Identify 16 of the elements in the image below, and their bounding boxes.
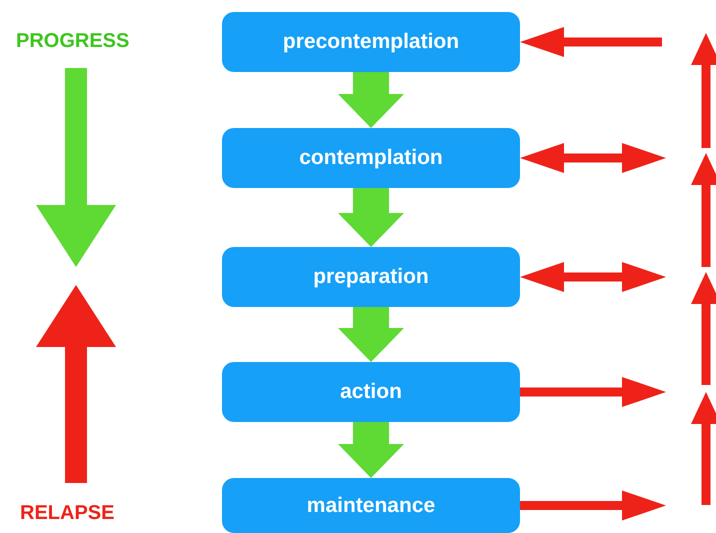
arrow (520, 377, 666, 407)
stage-direction-label: RELAPSE (20, 502, 114, 525)
arrow (520, 262, 666, 292)
stage-box: contemplation (222, 128, 520, 188)
arrow (520, 143, 666, 173)
arrow (338, 188, 404, 247)
arrow (520, 490, 666, 520)
stage-box: precontemplation (222, 12, 520, 72)
arrow (520, 27, 662, 57)
stage-direction-label: PROGRESS (16, 30, 130, 53)
stage-box: preparation (222, 247, 520, 307)
stage-box: maintenance (222, 478, 520, 533)
arrow (338, 422, 404, 478)
stage-box: action (222, 362, 520, 422)
arrow (338, 307, 404, 362)
arrow (338, 72, 404, 128)
